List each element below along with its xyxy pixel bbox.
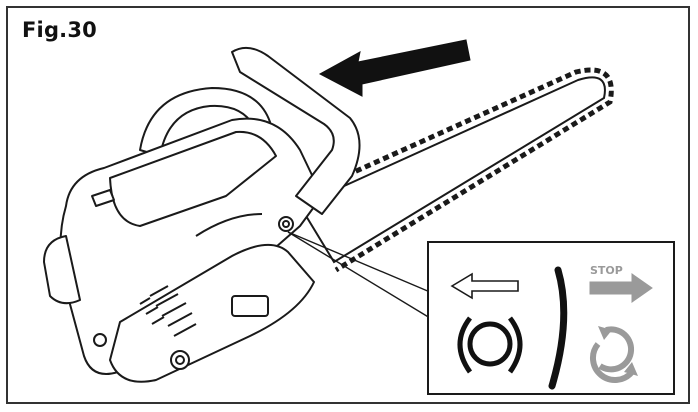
gray-arrow-right-icon (589, 273, 653, 303)
rotation-stopped-icon (589, 326, 635, 384)
guide-bar (290, 67, 614, 273)
saw-chain (290, 67, 614, 273)
brake-band-icon (548, 266, 568, 390)
figure-title: Fig.30 (22, 18, 97, 42)
brake-detail-inset: STOP (427, 241, 675, 395)
stop-label: STOP (590, 264, 623, 277)
figure-frame (6, 6, 690, 404)
push-direction-arrow (318, 39, 471, 97)
rotation-engaged-icon (457, 316, 523, 374)
chainsaw-body (43, 46, 361, 383)
callout-lines (287, 231, 431, 319)
outline-arrow-left-icon (450, 272, 519, 300)
